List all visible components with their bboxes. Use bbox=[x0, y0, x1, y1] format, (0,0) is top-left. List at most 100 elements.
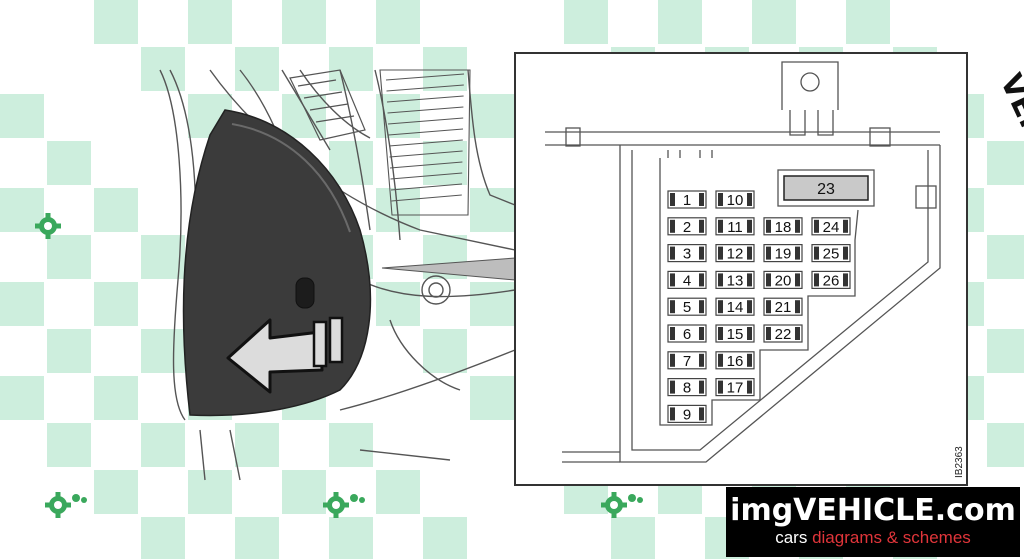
fuse-slot bbox=[667, 351, 707, 370]
fuse-25: 25 bbox=[811, 244, 851, 263]
fuse-slot bbox=[667, 190, 707, 209]
fuse-label: 13 bbox=[727, 272, 744, 289]
watermark-side-text: VEHICLE bbox=[993, 69, 1024, 212]
watermark-tile bbox=[752, 0, 796, 44]
fuse-11: 11 bbox=[715, 217, 755, 236]
vent-slat bbox=[387, 106, 464, 114]
fuse-terminal bbox=[670, 219, 675, 233]
fuse-label: 22 bbox=[775, 326, 792, 343]
fuse-label: 2 bbox=[683, 219, 691, 236]
fuse-22: 22 bbox=[763, 324, 803, 343]
fuse-terminal bbox=[699, 327, 704, 340]
fuse-slot bbox=[715, 244, 755, 263]
gear-icon bbox=[601, 492, 643, 518]
fuse-20: 20 bbox=[763, 270, 803, 289]
cover-release-slot bbox=[295, 277, 315, 309]
fuse-26: 26 bbox=[811, 270, 851, 289]
fuse-label: 6 bbox=[683, 326, 691, 343]
fuse-terminal bbox=[718, 273, 723, 287]
watermark-tile bbox=[0, 376, 44, 420]
fuse-4: 4 bbox=[667, 270, 707, 289]
fuse-7: 7 bbox=[667, 351, 707, 370]
drawing-code: IB2363 bbox=[954, 446, 965, 478]
watermark-tile bbox=[0, 282, 44, 326]
fuse-box-detail-panel bbox=[514, 52, 968, 486]
watermark-tile bbox=[987, 141, 1024, 185]
fuse-terminal bbox=[814, 273, 819, 287]
watermark-tile bbox=[329, 47, 373, 91]
fuse-slot bbox=[715, 270, 755, 289]
watermark-tile bbox=[47, 141, 91, 185]
fuse-terminal bbox=[795, 219, 800, 233]
fuse-terminal bbox=[747, 193, 752, 206]
vent-slat bbox=[385, 73, 465, 81]
fuse-label: 14 bbox=[727, 299, 744, 316]
watermark-tile bbox=[329, 141, 373, 185]
fuse-slot bbox=[667, 378, 707, 397]
logo-tagline: cars diagrams & schemes bbox=[726, 528, 1020, 548]
fuse-slot bbox=[667, 270, 707, 289]
watermark-tile bbox=[141, 47, 185, 91]
fuse-terminal bbox=[814, 246, 819, 260]
fuse-terminal bbox=[670, 193, 675, 206]
fuse-label: 8 bbox=[683, 380, 691, 397]
fuse-slot bbox=[715, 351, 755, 370]
fuse-label: 5 bbox=[683, 299, 691, 316]
watermark-tile bbox=[423, 47, 467, 91]
fuse-terminal bbox=[718, 193, 723, 206]
fuse-slot bbox=[667, 297, 707, 316]
watermark-tile bbox=[564, 0, 608, 44]
fuse-terminal bbox=[699, 219, 704, 233]
watermark-tile bbox=[235, 517, 279, 559]
watermark-tile bbox=[47, 235, 91, 279]
fuse-terminal bbox=[814, 219, 819, 233]
fuse-slot bbox=[763, 270, 803, 289]
fuse-15: 15 bbox=[715, 324, 755, 343]
fuse-label: 9 bbox=[683, 406, 691, 423]
fuse-terminal bbox=[670, 353, 675, 367]
fuse-3: 3 bbox=[667, 244, 707, 263]
watermark-tile bbox=[141, 423, 185, 467]
watermark-tile bbox=[188, 0, 232, 44]
fuse-label: 7 bbox=[683, 353, 691, 370]
watermark-tile bbox=[423, 329, 467, 373]
watermark-tile bbox=[47, 329, 91, 373]
vent-slat bbox=[388, 128, 464, 136]
fuse-terminal bbox=[699, 273, 704, 287]
fuse-terminal bbox=[747, 246, 752, 260]
fuse-terminal bbox=[670, 246, 675, 260]
fuse-terminal bbox=[699, 380, 704, 394]
watermark-tile bbox=[423, 517, 467, 559]
fuse-slot bbox=[667, 404, 707, 423]
fuse-label: 10 bbox=[727, 192, 744, 209]
fuse-terminal bbox=[747, 300, 752, 314]
watermark-tile bbox=[282, 470, 326, 514]
fuse-label: 19 bbox=[775, 246, 792, 263]
fuse-terminal bbox=[718, 353, 723, 367]
watermark-tile bbox=[987, 423, 1024, 467]
vent-slat bbox=[390, 183, 463, 191]
fuse-terminal bbox=[747, 380, 752, 394]
fuse-terminal bbox=[766, 300, 771, 314]
fuse-array: 1234567891011121314151617181920212224252… bbox=[667, 190, 851, 423]
fuse-terminal bbox=[766, 273, 771, 287]
fuse-terminal bbox=[670, 380, 675, 394]
fuse-16: 16 bbox=[715, 351, 755, 370]
fuse-label: 4 bbox=[683, 272, 691, 289]
fuse-terminal bbox=[747, 219, 752, 233]
fuse-terminal bbox=[718, 219, 723, 233]
watermark-tile bbox=[94, 188, 138, 232]
fuse-slot bbox=[763, 324, 803, 343]
fuse-terminal bbox=[699, 353, 704, 367]
fuse-slot bbox=[715, 378, 755, 397]
fuse-8: 8 bbox=[667, 378, 707, 397]
watermark-tile bbox=[188, 470, 232, 514]
watermark-tile bbox=[987, 235, 1024, 279]
fuse-label: 21 bbox=[775, 299, 792, 316]
fuse-terminal bbox=[670, 273, 675, 287]
fuse-label: 25 bbox=[823, 246, 840, 263]
fuse-terminal bbox=[670, 327, 675, 340]
vent-slat bbox=[387, 117, 464, 125]
fuse-terminal bbox=[699, 300, 704, 314]
fuse-slot bbox=[667, 217, 707, 236]
